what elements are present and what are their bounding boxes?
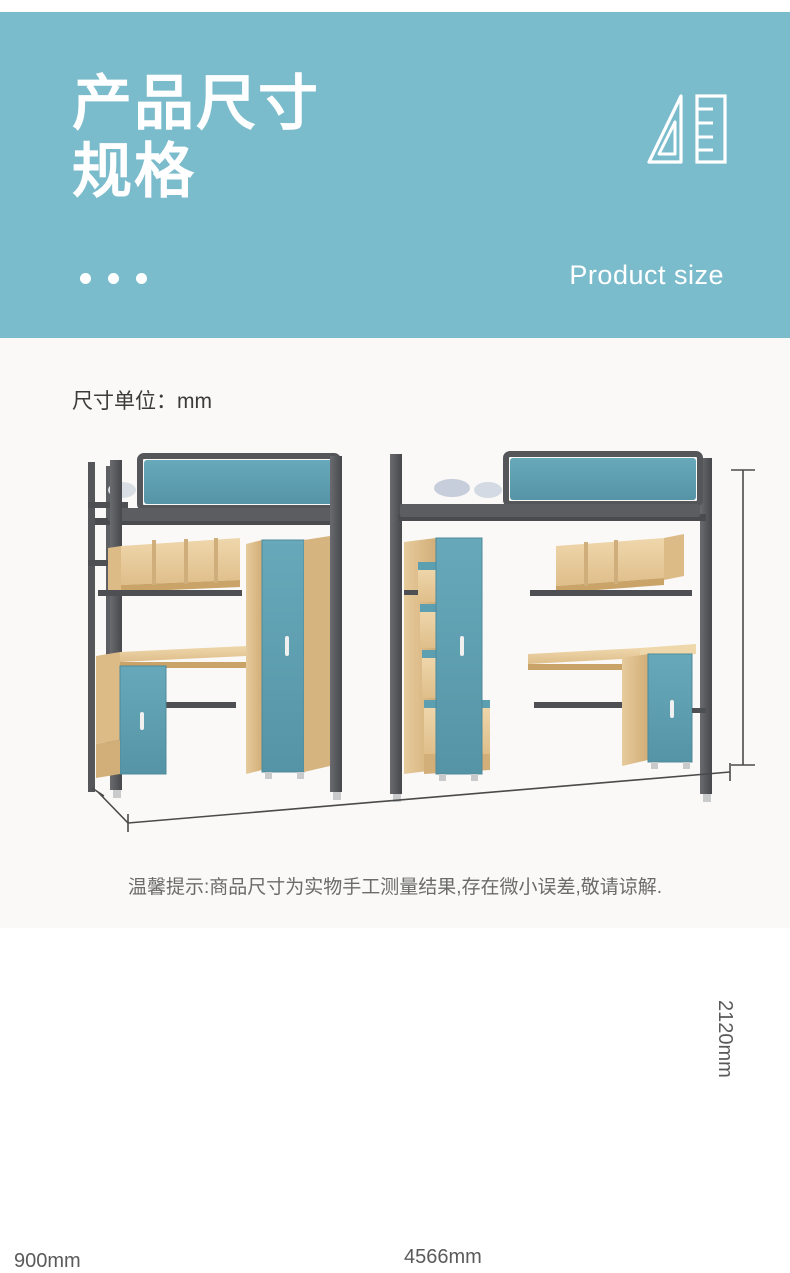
dot-1 bbox=[80, 273, 91, 284]
ruler-set-square-icon bbox=[645, 92, 731, 175]
dot-3 bbox=[136, 273, 147, 284]
height-dimension-label: 2120mm bbox=[714, 1000, 736, 1078]
header-banner: 产品尺寸 规格 Product size bbox=[0, 12, 790, 338]
title-line-2: 规格 bbox=[72, 138, 196, 205]
title-line-1: 产品尺寸 bbox=[72, 70, 320, 137]
depth-dimension-label: 900mm bbox=[14, 1250, 81, 1272]
width-dimension-label: 4566mm bbox=[404, 1246, 482, 1268]
measurement-footnote: 温馨提示:商品尺寸为实物手工测量结果,存在微小误差,敬请谅解. bbox=[127, 877, 663, 898]
header-subtitle-en: Product size bbox=[569, 260, 724, 290]
header-title: 产品尺寸 规格 bbox=[72, 70, 320, 206]
product-illustration bbox=[0, 440, 790, 840]
decorative-dots bbox=[80, 273, 147, 284]
dot-2 bbox=[108, 273, 119, 284]
product-size-infographic: 产品尺寸 规格 Product size 尺寸单位：mm bbox=[0, 12, 790, 1272]
unit-label: 尺寸单位：mm bbox=[72, 390, 212, 413]
